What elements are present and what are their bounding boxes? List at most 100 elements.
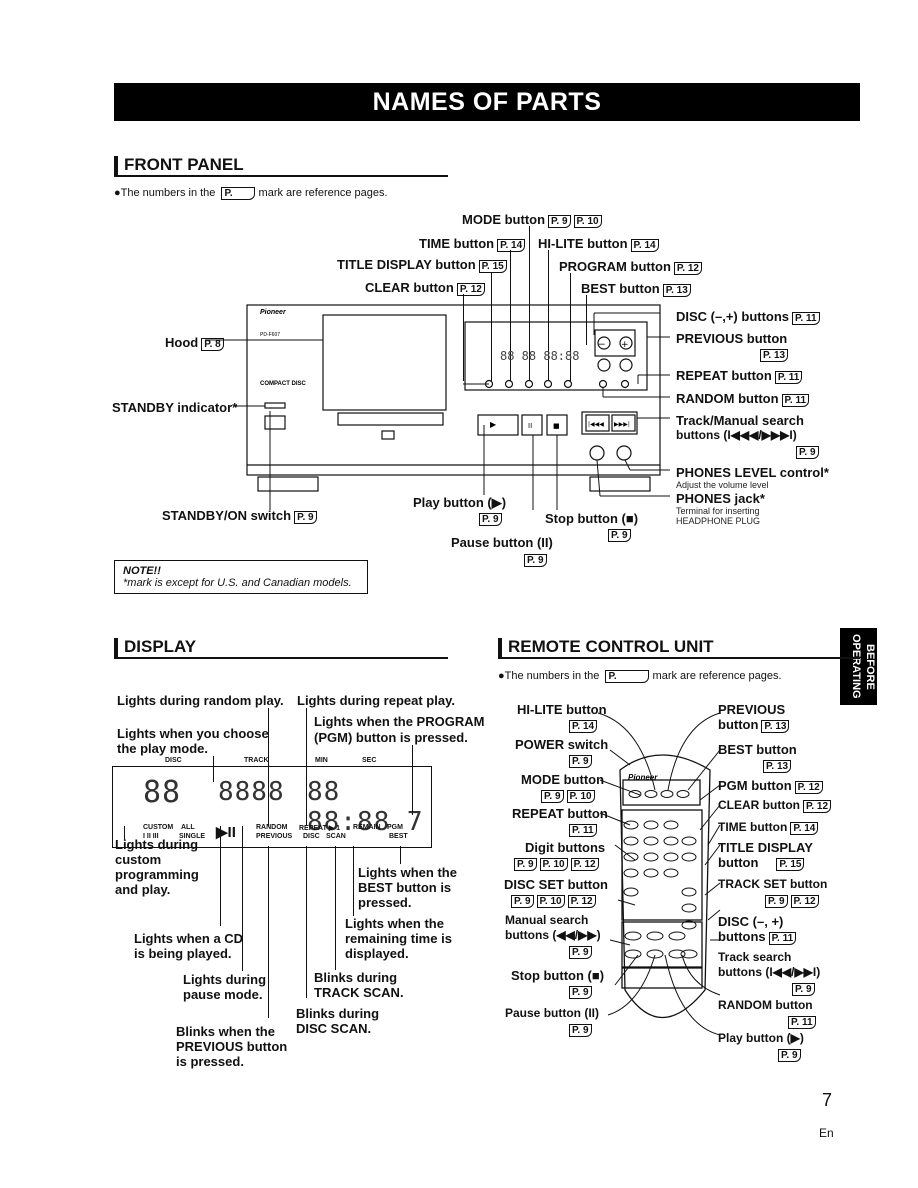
leader-line <box>268 846 269 1018</box>
svg-text:+: + <box>621 340 629 350</box>
ref-mark-icon: P. <box>605 670 650 683</box>
svg-text:|◀◀◀: |◀◀◀ <box>588 421 604 428</box>
remote-heading: REMOTE CONTROL UNIT <box>508 637 714 656</box>
lcd-all: ALL <box>181 824 195 831</box>
note-title: NOTE!! <box>123 565 161 577</box>
label-pause-2: pause mode. <box>183 987 263 1002</box>
remote-label-pause: Pause button (II) <box>505 1006 599 1020</box>
label-remain-2: remaining time is <box>345 931 452 946</box>
leader-line <box>586 295 587 345</box>
label-previous-2: PREVIOUS button <box>176 1039 288 1054</box>
remote-label-repeat: REPEAT button <box>512 806 608 821</box>
label-previous-1: Blinks when the <box>176 1024 275 1039</box>
section-marker <box>498 638 502 658</box>
label-best-2: BEST button is <box>358 880 452 895</box>
label-disc-scan-2: DISC SCAN. <box>296 1021 372 1036</box>
lcd-disc: DISC <box>165 757 182 764</box>
lcd-repeat: REPEAT ▶ 1 <box>299 825 341 832</box>
remote-ref-hilite: P. 14 <box>566 717 598 733</box>
ref-note-remote: ●The numbers in the P. mark are referenc… <box>498 670 782 683</box>
section-marker <box>114 156 118 176</box>
label-previous-3: is pressed. <box>176 1054 244 1069</box>
phones-jack-desc-1: Terminal for inserting <box>676 506 760 516</box>
lcd-scan: SCAN <box>326 833 346 840</box>
front-panel-heading: FRONT PANEL <box>124 155 244 174</box>
label-custom-1: Lights during <box>115 837 199 852</box>
remote-ref-best: P. 13 <box>760 757 792 773</box>
leader-line <box>548 250 549 381</box>
phones-jack-desc-2: HEADPHONE PLUG <box>676 516 761 526</box>
label-track-scan-1: Blinks during <box>314 970 398 985</box>
remote-label-digit: Digit buttons <box>525 840 606 855</box>
ref-note: ●The numbers in the P. mark are referenc… <box>114 187 388 200</box>
side-tab: BEFORE OPERATING <box>840 628 877 705</box>
svg-text:88 88 88:88: 88 88 88:88 <box>500 349 579 363</box>
label-track-search: Track/Manual search <box>676 413 804 428</box>
play-pause-icon: ▶II <box>216 824 236 841</box>
ref-mark-icon: P. <box>221 187 256 200</box>
display-heading: DISPLAY <box>124 637 197 656</box>
ref-play: P. 9 <box>476 510 502 526</box>
brand-text: Pioneer <box>260 309 287 316</box>
label-program-pressed-1: Lights when the PROGRAM <box>314 714 485 729</box>
leader-line <box>306 846 307 998</box>
label-play-mode-1: Lights when you choose <box>117 726 269 741</box>
label-remain-3: displayed. <box>345 946 409 961</box>
remote-label-stop: Stop button (■) <box>511 968 605 983</box>
label-phones-level: PHONES LEVEL control* <box>676 465 829 480</box>
label-phones-jack: PHONES jack* <box>676 491 765 506</box>
leader-line <box>463 294 464 381</box>
label-stop-button: Stop button (■) <box>545 511 639 526</box>
label-pause-button: Pause button (II) <box>451 535 553 550</box>
remote-label-random: RANDOM button <box>718 998 813 1012</box>
remote-label-title-1: TITLE DISPLAY <box>718 840 813 855</box>
section-marker <box>114 638 118 658</box>
leader-line <box>242 826 243 971</box>
label-best-1: Lights when the <box>358 865 457 880</box>
svg-text:■: ■ <box>553 422 560 430</box>
remote-ref-stop: P. 9 <box>566 983 592 999</box>
leader-line <box>570 273 571 381</box>
remote-ref-random: P. 11 <box>785 1013 816 1029</box>
remote-ref-track-search: P. 9 <box>789 980 815 996</box>
section-rule <box>498 657 860 659</box>
lcd-sec: SEC <box>362 757 377 764</box>
leader-line <box>510 250 511 381</box>
remote-label-play: Play button (▶) <box>718 1031 804 1045</box>
lcd-track: TRACK <box>244 757 269 764</box>
lcd-disc-scan: DISC <box>303 833 320 840</box>
remote-leaders <box>597 712 721 1036</box>
model-text: PD-F607 <box>260 332 280 338</box>
ref-pause: P. 9 <box>521 551 547 567</box>
label-custom-2: custom <box>115 852 162 867</box>
front-panel-drawing: Pioneer PD-F607 COMPACT DISC ▶ II ■ |◀◀◀… <box>205 304 670 510</box>
phones-level-desc: Adjust the volume level <box>676 480 769 490</box>
label-remain-1: Lights when the <box>345 916 444 931</box>
remote-ref-play: P. 9 <box>775 1046 801 1062</box>
leader-line <box>400 846 401 864</box>
lcd-track-digits: 8888 <box>218 777 285 807</box>
svg-text:▶▶▶|: ▶▶▶| <box>614 421 630 428</box>
remote-ref-pause: P. 9 <box>566 1021 592 1037</box>
lcd-pgm: PGM <box>387 824 403 831</box>
page-title: NAMES OF PARTS <box>114 83 860 121</box>
remote-brand: Pioneer <box>628 773 658 782</box>
page-lang: En <box>819 1126 834 1140</box>
